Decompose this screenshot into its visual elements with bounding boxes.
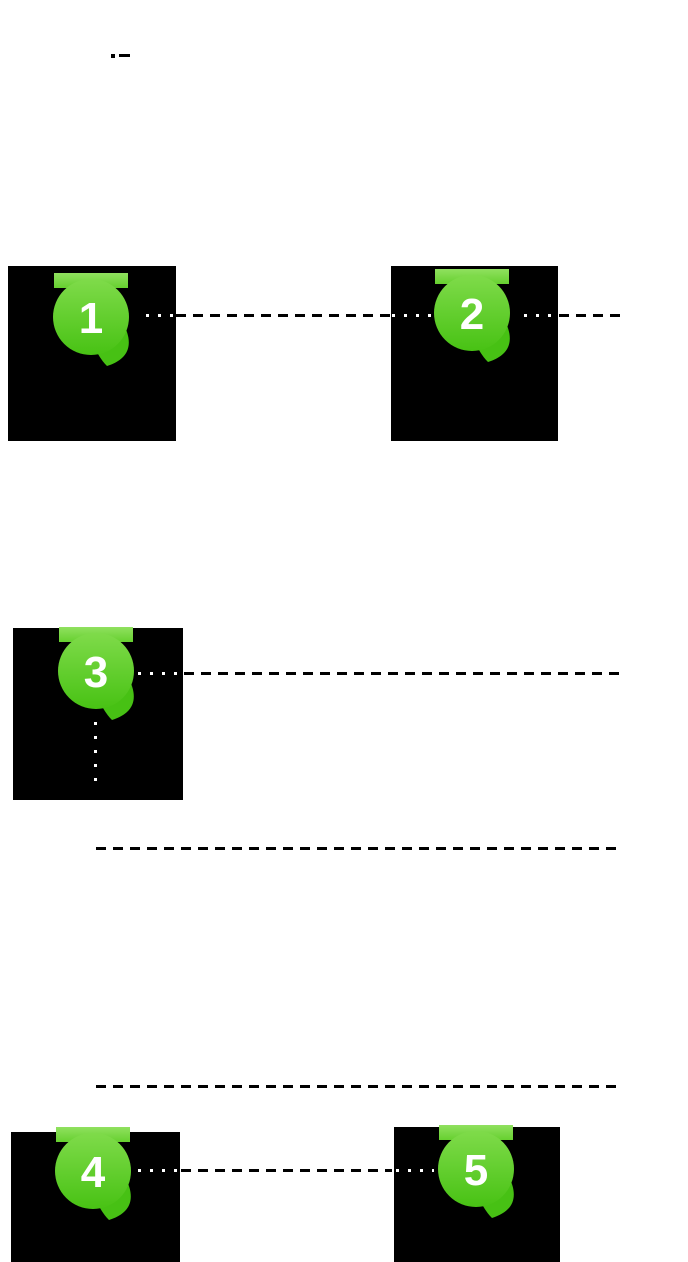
tiny-dot-mark (111, 54, 115, 58)
connector-step1-dots (146, 314, 176, 317)
connector-step3-vertical-dots (94, 722, 97, 784)
connector-step5-dots (396, 1169, 434, 1172)
step-marker-1-icon: 1 (53, 273, 129, 366)
connector-step2-right-dashes (559, 314, 624, 317)
step-marker-2-icon: 2 (434, 269, 510, 362)
step-marker-4-icon: 4 (55, 1127, 131, 1220)
step-number-2: 2 (460, 290, 484, 339)
step-marker-5-icon: 5 (438, 1125, 514, 1218)
connector-step3-dots (138, 672, 183, 675)
tiny-dash-mark (119, 54, 130, 57)
connector-step2-left-dots (392, 314, 432, 317)
separator-dashed-line-lower (96, 1085, 622, 1088)
connector-step4-to-step5-dashes (181, 1169, 392, 1172)
step-number-3: 3 (84, 648, 108, 697)
separator-dashed-line-upper (96, 847, 622, 850)
step-number-4: 4 (81, 1148, 106, 1197)
step-number-1: 1 (79, 294, 103, 343)
connector-step2-right-dots (524, 314, 558, 317)
connector-step4-dots (138, 1169, 180, 1172)
connector-step1-to-step2-dashes (176, 314, 391, 317)
connector-step3-dashes (184, 672, 624, 675)
step-marker-3-icon: 3 (58, 627, 134, 720)
step-number-5: 5 (464, 1146, 488, 1195)
